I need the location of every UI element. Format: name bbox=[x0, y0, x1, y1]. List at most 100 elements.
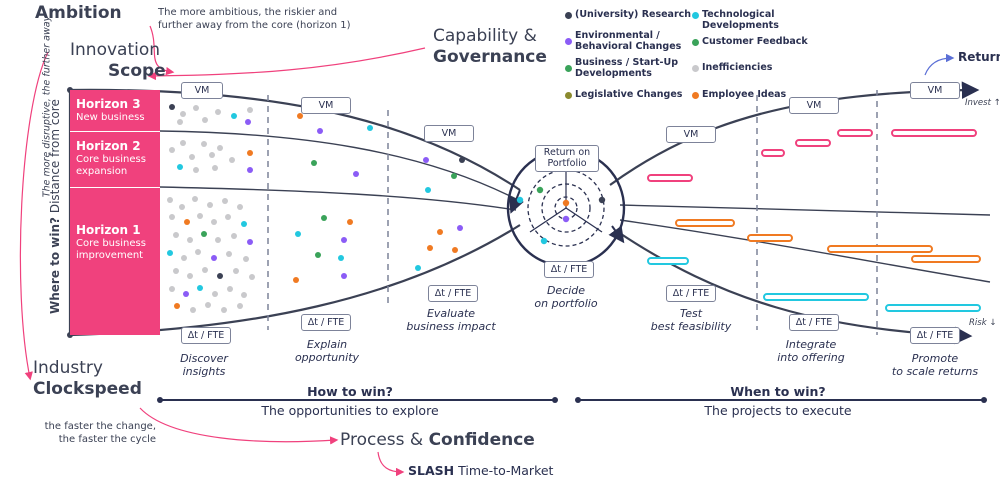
dt-fte-pill: Δt / FTE bbox=[301, 314, 351, 331]
y-axis-normal: Distance from core bbox=[48, 99, 62, 214]
dt-fte-pill: Δt / FTE bbox=[181, 327, 231, 344]
clockspeed-line2: Clockspeed bbox=[33, 379, 142, 399]
legend-label: Inefficiencies bbox=[702, 62, 773, 73]
clockspeed-note: the faster the change, the faster the cy… bbox=[44, 421, 156, 445]
dot-business-icon bbox=[565, 65, 572, 72]
process-bold: Confidence bbox=[428, 430, 535, 450]
dt-fte-pill: Δt / FTE bbox=[910, 327, 960, 344]
phase-line1: Explain bbox=[306, 338, 348, 351]
return-curve bbox=[609, 81, 980, 186]
y-axis-label: Where to win? Distance from core bbox=[48, 99, 62, 314]
dot-technological-icon bbox=[692, 12, 699, 19]
slash-bold: SLASH bbox=[408, 463, 455, 478]
slash-time-to-market: SLASH Time-to-Market bbox=[408, 463, 553, 478]
horizon-1-block: Horizon 1 Core business improvement bbox=[70, 187, 160, 335]
industry-clockspeed-title: Industry Clockspeed bbox=[33, 358, 142, 400]
horizon-3-desc: New business bbox=[76, 112, 145, 123]
when-to-win-sub: The projects to execute bbox=[704, 403, 852, 418]
phase-line1: Integrate bbox=[785, 338, 837, 351]
phase-line2: into offering bbox=[777, 351, 845, 364]
horizon-1-name: Horizon 1 bbox=[76, 223, 141, 237]
legend-label: Business / Start-Up Developments bbox=[575, 57, 678, 79]
phase-line2: business impact bbox=[406, 320, 496, 333]
dot-inefficiencies-icon bbox=[692, 65, 699, 72]
vm-pill: VM bbox=[666, 126, 716, 143]
legend-label: (University) Research bbox=[575, 9, 692, 20]
phase-line1: Decide bbox=[546, 284, 586, 297]
phase-line1: Discover bbox=[180, 352, 228, 365]
horizon-2-block: Horizon 2 Core business expansion bbox=[70, 131, 160, 187]
project-bars bbox=[647, 129, 981, 312]
clockspeed-line1: Industry bbox=[33, 358, 103, 378]
vm-pill: VM bbox=[789, 97, 839, 114]
dt-fte-pill: Δt / FTE bbox=[544, 261, 594, 278]
vm-pill: VM bbox=[910, 82, 960, 99]
horizon-2-name: Horizon 2 bbox=[76, 139, 141, 153]
dot-legislative-icon bbox=[565, 92, 572, 99]
horizon-1-desc: Core business improvement bbox=[76, 238, 146, 261]
dt-fte-pill: Δt / FTE bbox=[789, 314, 839, 331]
how-to-win: How to win? The opportunities to explore bbox=[240, 384, 460, 418]
legend-item-employee: Employee Ideas bbox=[692, 89, 812, 100]
horizon-2-desc: Core business expansion bbox=[76, 154, 146, 177]
ambition-title: Ambition bbox=[35, 3, 122, 23]
legend-label: Legislative Changes bbox=[575, 89, 683, 100]
legend-item-research: (University) Research bbox=[565, 9, 695, 20]
when-to-win-title: When to win? bbox=[730, 384, 826, 399]
phase-line1: Test bbox=[679, 307, 703, 320]
when-to-win: When to win? The projects to execute bbox=[668, 384, 888, 418]
legend-item-technological: Technological Developments bbox=[692, 9, 812, 31]
invest-label: Invest ↑ bbox=[965, 98, 1000, 108]
legend-item-environmental: Environmental / Behavioral Changes bbox=[565, 30, 695, 52]
ambition-note: The more ambitious, the riskier and furt… bbox=[158, 7, 351, 31]
innovation-scope-line2: Scope bbox=[108, 61, 166, 81]
phase-line2: insights bbox=[182, 365, 226, 378]
dot-environmental-icon bbox=[565, 38, 572, 45]
horizon-3-name: Horizon 3 bbox=[76, 97, 141, 111]
slash-normal: Time-to-Market bbox=[458, 463, 554, 478]
dt-fte-pill: Δt / FTE bbox=[428, 285, 478, 302]
horizon-3-block: Horizon 3 New business bbox=[70, 90, 160, 131]
legend-item-customer: Customer Feedback bbox=[692, 36, 812, 47]
vm-pill: VM bbox=[181, 82, 223, 99]
phase-line2: opportunity bbox=[294, 351, 360, 364]
innovation-scope-line1: Innovation bbox=[70, 40, 161, 60]
legend-label: Employee Ideas bbox=[702, 89, 787, 100]
dt-fte-pill: Δt / FTE bbox=[666, 285, 716, 302]
phase-line2: to scale returns bbox=[891, 365, 979, 378]
legend-label: Environmental / Behavioral Changes bbox=[575, 30, 682, 52]
process-normal: Process & bbox=[340, 430, 424, 450]
vm-pill: VM bbox=[301, 97, 351, 114]
capability-governance-title: Capability & Governance bbox=[433, 26, 547, 68]
capability-line2: Governance bbox=[433, 47, 547, 67]
legend-label: Customer Feedback bbox=[702, 36, 808, 47]
phase-line1: Promote bbox=[911, 352, 959, 365]
dot-customer-icon bbox=[692, 39, 699, 46]
how-to-win-title: How to win? bbox=[307, 384, 393, 399]
risk-label: Risk ↓ bbox=[969, 318, 997, 328]
capability-line1: Capability & bbox=[433, 26, 537, 46]
y-axis-bold: Where to win? bbox=[48, 216, 62, 314]
phase-line2: on portfolio bbox=[534, 297, 598, 310]
vm-pill: VM bbox=[424, 125, 474, 142]
idea-dots bbox=[167, 104, 465, 313]
how-to-win-sub: The opportunities to explore bbox=[261, 403, 439, 418]
return-label: Return bbox=[958, 50, 1000, 64]
dot-employee-icon bbox=[692, 92, 699, 99]
legend-item-business: Business / Start-Up Developments bbox=[565, 57, 685, 79]
phase-line1: Evaluate bbox=[426, 307, 476, 320]
legend-label: Technological Developments bbox=[702, 9, 779, 31]
legend-item-legislative: Legislative Changes bbox=[565, 89, 695, 100]
dot-research-icon bbox=[565, 12, 572, 19]
phase-line2: best feasibility bbox=[650, 320, 732, 333]
innovation-scope-title: Innovation Scope bbox=[70, 40, 166, 82]
process-confidence-title: Process & Confidence bbox=[340, 430, 535, 450]
return-on-portfolio-box: Return on Portfolio bbox=[535, 145, 599, 172]
